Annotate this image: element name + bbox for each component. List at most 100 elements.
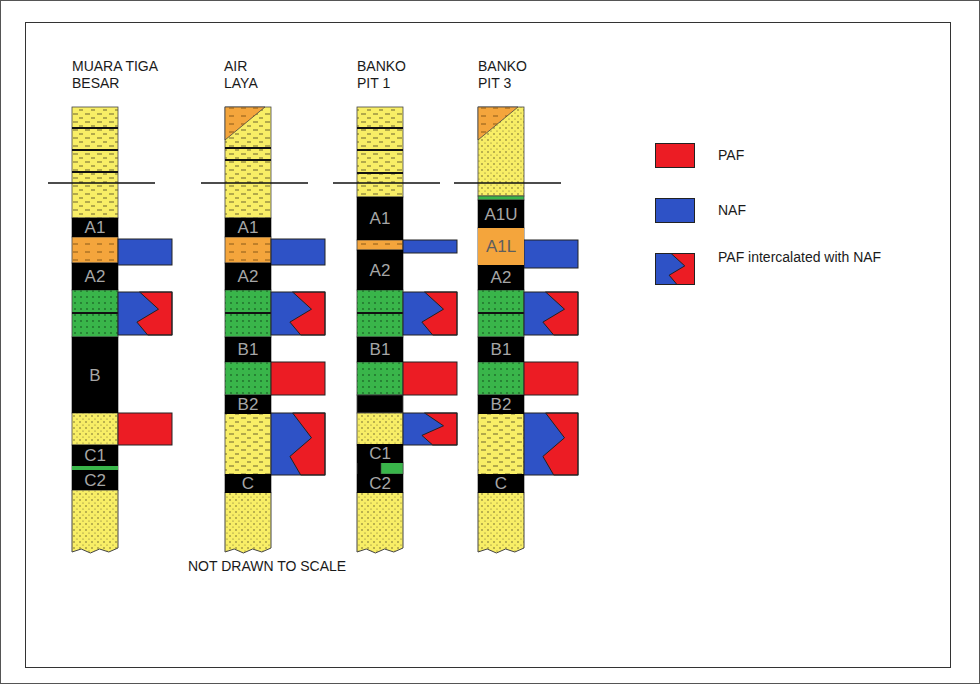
coal-seam: A2	[72, 263, 118, 290]
weathered-texture	[478, 107, 518, 140]
coal-seam: B2	[225, 395, 271, 414]
rock-texture	[478, 413, 524, 475]
rock-layer	[357, 445, 403, 492]
rock-layer	[357, 240, 403, 250]
rock-texture	[225, 107, 271, 218]
strat-column	[201, 107, 325, 553]
bedding-line	[357, 172, 403, 174]
seam-label: A2	[85, 268, 106, 285]
rock-layer	[72, 490, 118, 553]
coal-seam: A1L	[478, 228, 524, 265]
rock-layer	[225, 413, 271, 475]
seam-label: A1U	[484, 206, 517, 223]
column-title: BANKO PIT 3	[478, 58, 540, 92]
rock-layer	[72, 337, 118, 413]
legend-swatch	[655, 198, 695, 223]
naf-part	[271, 292, 325, 335]
strat-column	[454, 107, 578, 553]
datum-line	[201, 182, 308, 184]
seam-label: B1	[491, 341, 512, 358]
legend-text: NAF	[718, 202, 883, 219]
mixed-indicator	[524, 292, 578, 335]
column-title: AIR LAYA	[224, 58, 279, 92]
rock-texture	[225, 413, 271, 475]
indicator-outline	[403, 292, 457, 335]
rock-layer	[72, 218, 118, 237]
rock-layer	[72, 263, 118, 290]
rock-layer	[72, 290, 118, 337]
rock-layer	[357, 197, 403, 240]
naf-indicator	[118, 239, 172, 265]
note: NOT DRAWN TO SCALE	[188, 558, 418, 575]
rock-texture	[478, 228, 524, 265]
bedding-line	[357, 312, 403, 314]
mixed-indicator	[524, 413, 578, 475]
rock-texture	[478, 492, 524, 553]
rock-layer	[357, 250, 403, 290]
naf-part	[271, 413, 325, 475]
rock-layer	[478, 492, 524, 553]
rock-texture	[478, 362, 524, 395]
naf-part	[524, 413, 578, 475]
naf-part	[118, 292, 172, 335]
rock-layer	[478, 265, 524, 290]
rock-layer	[478, 290, 524, 337]
mixed-swatch	[655, 253, 695, 285]
seam-label: C1	[84, 447, 106, 464]
naf-part	[403, 413, 457, 445]
mixed-indicator	[271, 292, 325, 335]
rock-texture	[357, 413, 403, 445]
coal-seam: C	[478, 474, 524, 493]
indicator-outline	[118, 292, 172, 335]
seam-label: A2	[238, 268, 259, 285]
naf-indicator	[403, 240, 457, 253]
coal-seam: B	[72, 337, 118, 413]
rock-layer	[225, 395, 271, 413]
weathered-texture	[225, 107, 265, 140]
paf-part	[543, 413, 578, 475]
seam-label: A1	[370, 210, 391, 227]
rock-layer	[357, 337, 403, 362]
seam-label: B1	[238, 341, 259, 358]
seam-label: C2	[84, 472, 106, 489]
paf-indicator	[118, 413, 172, 445]
coal-seam: A1	[72, 218, 118, 237]
rock-texture	[357, 362, 403, 395]
seam-label: B2	[238, 396, 259, 413]
rock-layer	[357, 290, 403, 337]
seam-label: C	[495, 475, 507, 492]
column-title: BANKO PIT 1	[357, 58, 419, 92]
paf-part	[137, 292, 172, 335]
rock-layer	[225, 107, 271, 218]
rock-layer	[357, 492, 403, 553]
paf-part	[543, 292, 578, 335]
rock-texture	[72, 413, 118, 445]
rock-layer	[225, 290, 271, 337]
seam-label: A2	[491, 269, 512, 286]
coal-seam: C2	[357, 474, 403, 493]
rock-layer	[478, 228, 524, 265]
rock-texture	[225, 290, 271, 337]
bedding-line	[72, 127, 118, 129]
rock-layer	[357, 395, 403, 413]
rock-layer	[478, 200, 524, 228]
coal-seam: A1	[357, 197, 403, 240]
weathered-zone	[225, 107, 265, 140]
mixed-indicator	[271, 413, 325, 475]
coal-seam: A1U	[478, 200, 524, 228]
coal-seam: B1	[225, 337, 271, 362]
legend-swatch	[655, 253, 695, 285]
seam-label: A1	[238, 219, 259, 236]
seam-label: B1	[370, 341, 391, 358]
rock-texture	[225, 492, 271, 553]
seam-label: A1L	[486, 238, 516, 255]
rock-layer	[72, 445, 118, 490]
mixed-indicator	[403, 292, 457, 335]
frame	[26, 23, 951, 668]
indicator-outline	[524, 292, 578, 335]
paf-part	[290, 292, 325, 335]
coal-seam: B2	[478, 395, 524, 414]
coal-seam: B1	[478, 337, 524, 362]
seam-label: C2	[369, 475, 391, 492]
legend-text: PAF	[718, 147, 883, 164]
